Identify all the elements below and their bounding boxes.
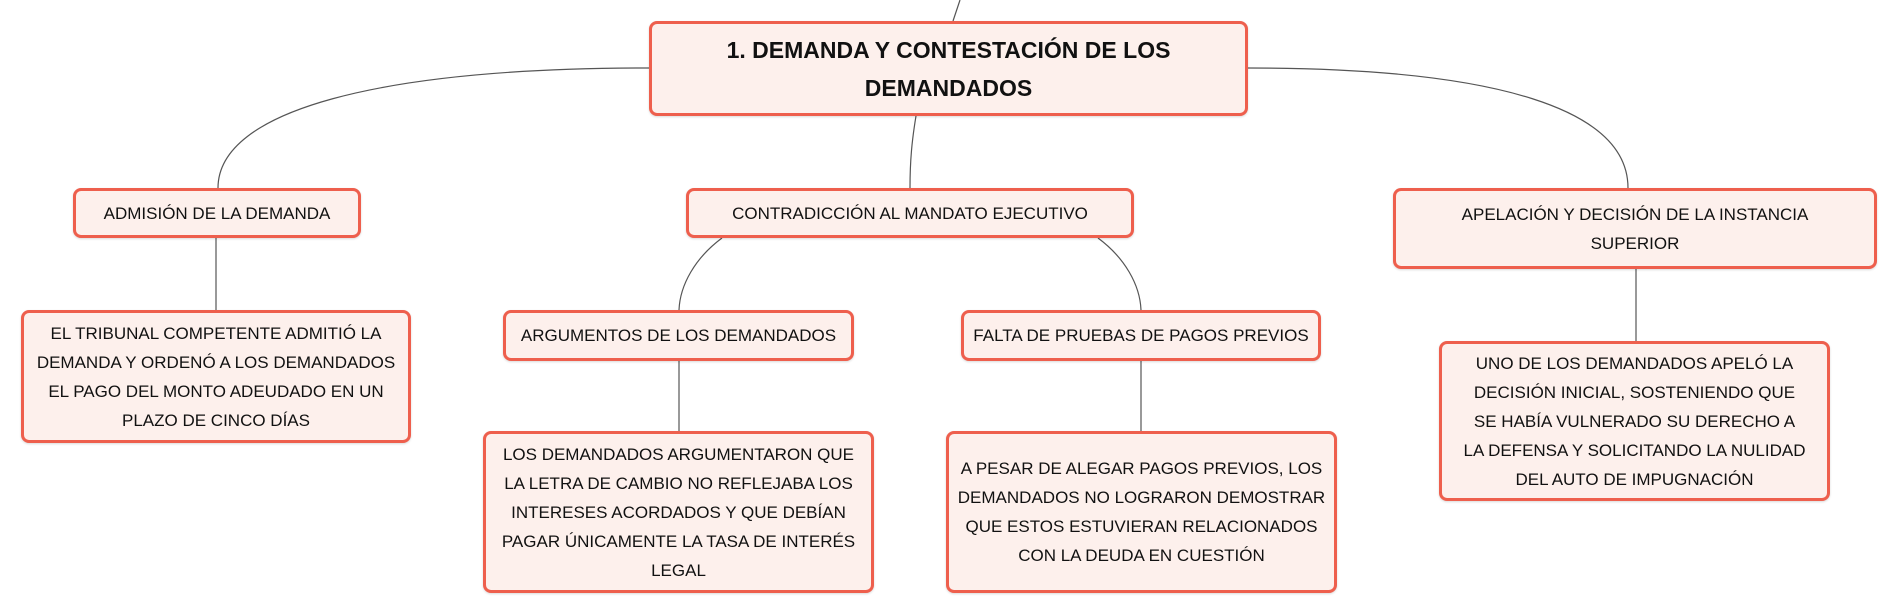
node-label: ARGUMENTOS DE LOS DEMANDADOS: [520, 326, 837, 345]
root-node[interactable]: 1. DEMANDA Y CONTESTACIÓN DE LOS DEMANDA…: [649, 21, 1248, 116]
node-admision[interactable]: ADMISIÓN DE LA DEMANDA: [73, 188, 361, 238]
node-contradiccion[interactable]: CONTRADICCIÓN AL MANDATO EJECUTIVO: [686, 188, 1134, 238]
node-argumentos[interactable]: ARGUMENTOS DE LOS DEMANDADOS: [503, 310, 854, 361]
node-label: ADMISIÓN DE LA DEMANDA: [103, 203, 331, 223]
connector-root-admision: [217, 67, 650, 189]
node-falta-detail[interactable]: A PESAR DE ALEGAR PAGOS PREVIOS, LOS DEM…: [946, 431, 1337, 593]
node-admision-detail[interactable]: EL TRIBUNAL COMPETENTE ADMITIÓ LA DEMAND…: [21, 310, 411, 443]
connector-contradiccion-argumentos: [678, 237, 723, 311]
node-apelacion[interactable]: APELACIÓN Y DECISIÓN DE LA INSTANCIA SUP…: [1393, 188, 1877, 269]
node-falta[interactable]: FALTA DE PRUEBAS DE PAGOS PREVIOS: [961, 310, 1321, 361]
node-label: UNO DE LOS DEMANDADOS APELÓ LA DECISIÓN …: [1463, 353, 1806, 489]
root-title: 1. DEMANDA Y CONTESTACIÓN DE LOS DEMANDA…: [726, 36, 1171, 101]
connector-root-contradiccion: [909, 115, 917, 189]
node-label: APELACIÓN Y DECISIÓN DE LA INSTANCIA SUP…: [1461, 204, 1809, 253]
node-argumentos-detail[interactable]: LOS DEMANDADOS ARGUMENTARON QUE LA LETRA…: [483, 431, 874, 593]
connector-parent-root: [952, 0, 961, 22]
node-label: LOS DEMANDADOS ARGUMENTARON QUE LA LETRA…: [501, 444, 856, 580]
connector-contradiccion-falta: [1097, 237, 1142, 311]
node-label: CONTRADICCIÓN AL MANDATO EJECUTIVO: [732, 203, 1088, 223]
node-apelacion-detail[interactable]: UNO DE LOS DEMANDADOS APELÓ LA DECISIÓN …: [1439, 341, 1830, 501]
node-label: EL TRIBUNAL COMPETENTE ADMITIÓ LA DEMAND…: [36, 323, 396, 430]
connector-root-apelacion: [1247, 67, 1629, 189]
node-label: A PESAR DE ALEGAR PAGOS PREVIOS, LOS DEM…: [957, 459, 1326, 565]
node-label: FALTA DE PRUEBAS DE PAGOS PREVIOS: [973, 326, 1309, 345]
